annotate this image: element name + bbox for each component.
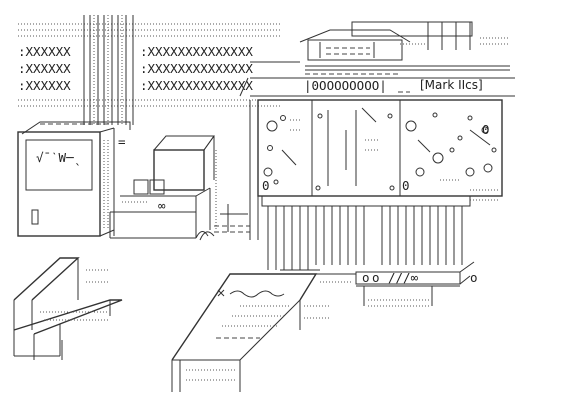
banner-row-3: :XXXXXX [18, 78, 71, 93]
svg-text:=: = [118, 134, 126, 149]
svg-text:0: 0 [262, 178, 270, 193]
svg-text:o: o [470, 270, 478, 285]
rack-bars [267, 189, 500, 270]
banner-left: :XXXXXX :XXXXXX :XXXXXX :XXXXXXXXXXXXXX … [18, 23, 280, 107]
floor-plate: o o ///∞ o [316, 261, 478, 307]
big-machine: 0 0 0 [249, 99, 503, 270]
cables [195, 204, 250, 241]
plate-infinity-label: ///∞ [388, 270, 419, 285]
monitor-waveform: √¯ˋW─ˎ [36, 150, 81, 166]
svg-text:0: 0 [482, 122, 490, 137]
console-infinity-knob: ∞ [158, 198, 166, 213]
machine-label: [Mark IIcs] [420, 78, 483, 92]
bed-table [171, 269, 330, 392]
banner-row-right-1: :XXXXXXXXXXXXXX [140, 44, 253, 59]
banner-row-right-2: :XXXXXXXXXXXXXX [140, 61, 253, 76]
control-header: |0OOOOOOOO| [Mark IIcs] [239, 77, 515, 97]
top-right-cabinet [250, 21, 510, 75]
bench-left [13, 257, 123, 360]
banner-row-1: :XXXXXX [18, 44, 71, 59]
svg-text:o: o [362, 270, 370, 285]
banner-row-2: :XXXXXX [18, 61, 71, 76]
svg-text:0: 0 [402, 178, 410, 193]
svg-text:o: o [372, 270, 380, 285]
vertical-pipes [83, 15, 134, 125]
computer-monitor: √¯ˋW─ˎ = [17, 121, 131, 237]
console-unit: ∞ [109, 135, 217, 239]
counter-display: |0OOOOOOOO| [304, 78, 387, 93]
banner-row-right-3: :XXXXXXXXXXXXXX [140, 78, 253, 93]
